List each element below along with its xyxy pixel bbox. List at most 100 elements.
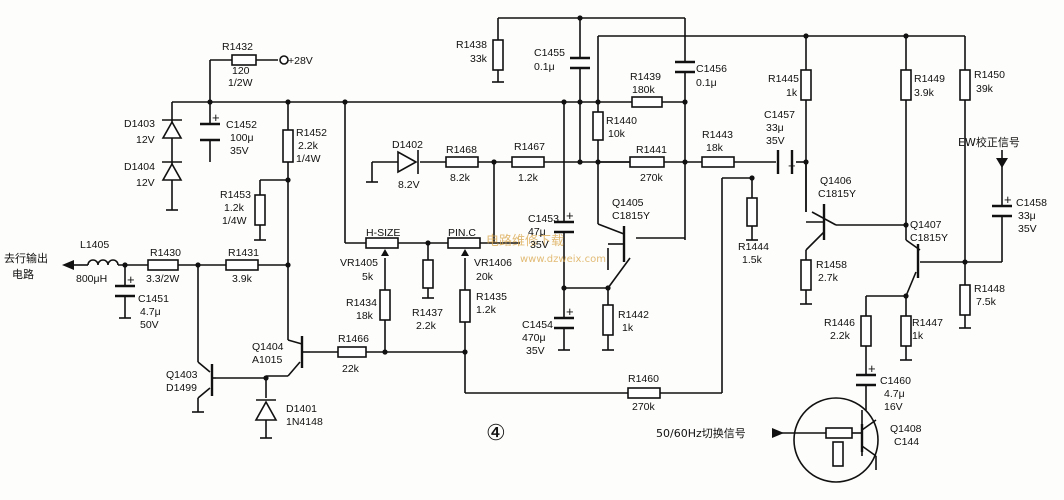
svg-text:+: + [788,158,796,173]
capacitor-c1458 [992,196,1012,218]
resistor-r1458 [800,259,812,291]
5060-input-arrow-icon [772,428,784,438]
hout-label-2: 电路 [12,268,34,281]
svg-text:+: + [566,208,574,223]
resistor-r1442 [602,304,614,336]
zener-diode-d1404 [161,161,183,181]
capacitor-c1452 [200,122,220,142]
zener-diode-d1402 [397,150,419,174]
transistor-q1403 [210,364,216,396]
resistor-r1467 [511,156,545,168]
resistor-r1432 [231,54,257,66]
potentiometer-vr1405 [365,237,399,249]
watermark-text: 电路维修下载 [486,233,564,249]
resistor-r1441 [629,156,665,168]
capacitor-c1451 [115,284,135,298]
hout-label-1: 去行输出 [4,251,48,265]
resistor-r1468 [445,156,479,168]
junctions [122,15,968,381]
resistor-r1448 [959,284,971,316]
resistors [147,39,971,399]
svg-text:+: + [212,110,220,125]
capacitor-c1453 [554,220,574,234]
capacitor-c1454 [554,316,574,330]
inductor-l1405 [87,259,119,266]
zener-diode-d1403 [161,119,183,139]
resistor-r1452 [282,129,294,163]
transistor-q1408 [793,397,879,483]
resistor-r1445 [800,69,812,101]
resistor-r1437 [422,259,434,289]
resistor-r1430 [147,259,179,271]
figure-number: ④ [486,420,506,445]
resistor-r1439 [631,96,663,108]
capacitor-c1457 [776,150,794,174]
diode-d1401 [254,399,278,421]
transistors [210,204,920,483]
signal-arrows [62,158,1008,438]
resistor-r1435 [459,289,471,323]
transistor-q1405 [608,226,626,262]
polarity-marks: + + + + + + + [127,110,1012,376]
transistor-q1406 [806,204,826,240]
resistor-r1434 [379,289,391,321]
capacitors [115,56,1012,387]
switch-signal-label: 50/60Hz切换信号 [656,426,746,440]
resistor-r1444 [746,197,758,227]
capacitor-c1460 [856,373,876,387]
resistor-r1446 [860,315,872,347]
transistor-q1404 [300,336,310,368]
resistor-r1440 [592,111,604,141]
resistor-r1466 [337,346,367,358]
watermark-url: www.dzweix.com [520,254,606,265]
potentiometer-vr1406 [447,237,481,249]
capacitor-c1456 [675,60,695,74]
resistor-r1450 [959,69,971,101]
svg-text:+: + [868,361,876,376]
